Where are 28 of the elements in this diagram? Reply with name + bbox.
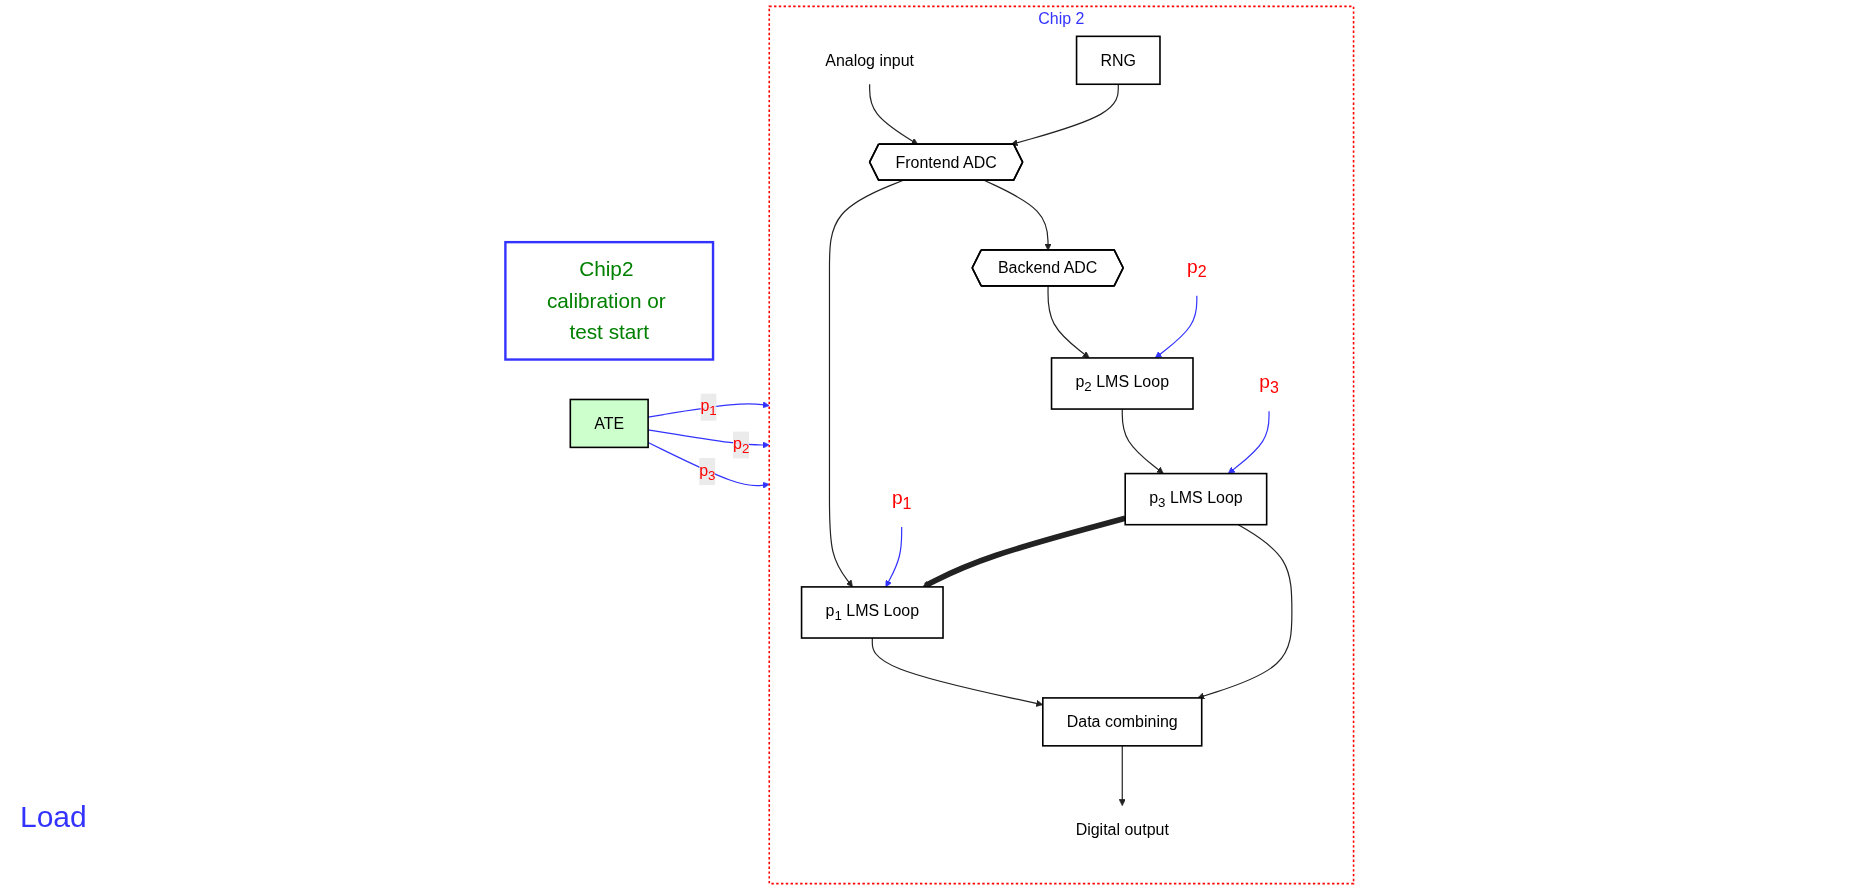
arrow	[1118, 745, 1126, 807]
node-box: p$_{1}$ LMS Loop	[800, 586, 944, 639]
node-box: ATE	[569, 398, 649, 449]
node-text: Analog input	[824, 51, 914, 70]
node-box: Data combining	[1041, 697, 1203, 747]
signal-label: Load	[20, 800, 87, 833]
arrow	[1196, 524, 1292, 700]
arrow	[828, 179, 903, 588]
arrow	[1046, 285, 1090, 359]
node-text: p$_{3}$	[1258, 370, 1279, 397]
node-box: Chip2 calibration or test start	[503, 240, 714, 361]
node-text: p$_{1}$	[891, 486, 911, 512]
arrow	[871, 637, 1043, 707]
edge-label: p$_{3}$	[698, 461, 716, 483]
arrow	[868, 83, 918, 145]
arrow	[1227, 410, 1270, 474]
node-text: p$_{2}$	[1186, 255, 1207, 281]
node-box: p$_{2}$ LMS Loop	[1050, 357, 1194, 410]
arrow	[885, 526, 902, 588]
edge-label: p$_{2}$	[732, 434, 749, 457]
node-box: p$_{3}$ LMS Loop	[1123, 472, 1267, 526]
node-text: Digital output	[1075, 820, 1169, 839]
edge-label: p$_{1}$	[700, 396, 717, 419]
arrow	[1154, 295, 1197, 359]
arrow	[983, 179, 1052, 251]
node-box: RNG	[1075, 35, 1161, 86]
arrow	[1010, 83, 1119, 147]
arrow	[1121, 408, 1164, 474]
